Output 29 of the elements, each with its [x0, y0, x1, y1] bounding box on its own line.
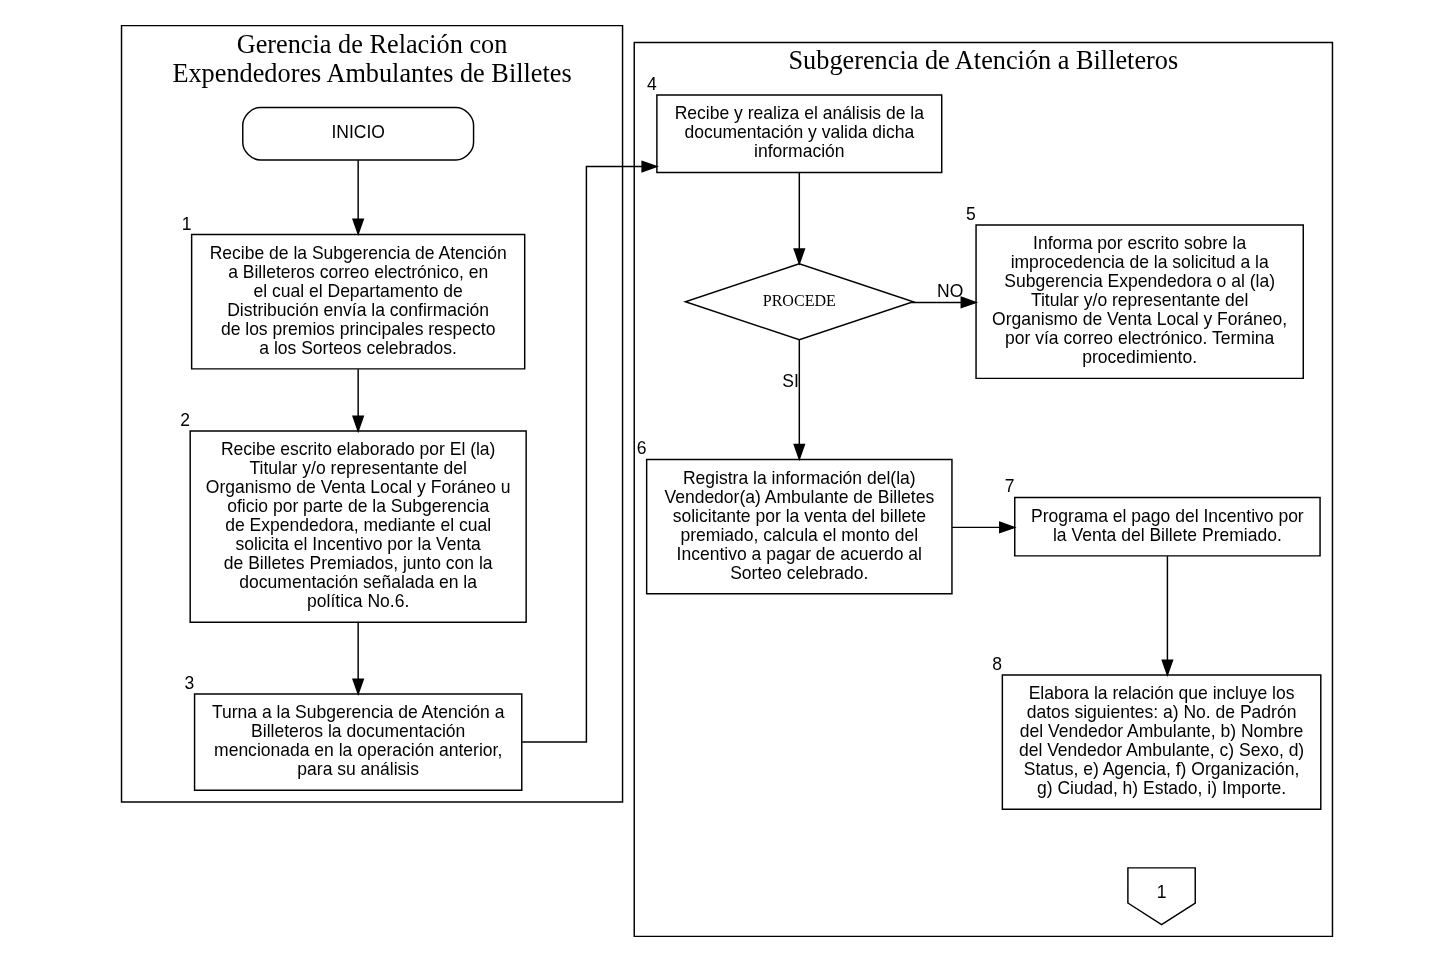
arrow	[521, 160, 659, 743]
node-box: Recibe y realiza el análisis de la documentación y valida dicha información	[656, 94, 943, 174]
edge-label: SI	[782, 371, 799, 392]
node-label: 2	[180, 410, 190, 430]
node-box: INICIO	[242, 106, 475, 161]
arrow	[352, 159, 365, 237]
arrow	[793, 339, 806, 462]
edge-label: NO	[936, 281, 964, 302]
arrow	[951, 521, 1017, 534]
node-box: Recibe de la Subgerencia de Atención a Billeteros correo electrónico, en el cual el Departamento de Distribución envía la confirmación de los premios principales respecto a los Sorteos celebrados.	[190, 233, 526, 370]
arrow	[793, 171, 806, 266]
node-label: 1	[181, 213, 192, 234]
node-label: 3	[184, 672, 195, 693]
node-label: 8	[992, 653, 1003, 674]
node-box: Elabora la relación que incluye los datos siguientes: a) No. de Padrón del Vendedor Ambulante, b) Nombre del Vendedor Ambulante, c) Sexo, d) Status, e) Agencia, f) Organización, g) Ciudad, h) Estado, i) Importe.	[1001, 674, 1322, 811]
node-label: 6	[636, 438, 647, 459]
arrow	[910, 296, 979, 309]
node-box: Programa el pago del Incentivo por la Venta del Billete Premiado.	[1014, 496, 1321, 557]
arrow	[352, 368, 365, 434]
arrow	[352, 621, 365, 697]
arrow	[1161, 555, 1174, 678]
node-box: Turna a la Subgerencia de Atención a Billeteros la documentación mencionada en la operación anterior, para su análisis	[193, 693, 523, 792]
node-box: Registra la información del(la) Vendedor(a) Ambulante de Billetes solicitante por la venta del billete premiado, calcula el monto del Incentivo a pagar de acuerdo al Sorteo celebrado.	[645, 458, 953, 595]
node-box: Recibe escrito elaborado por El (la) Titular y/o representante del Organismo de Venta Local y Foráneo u oficio por parte de la Subgerencia de Expendedora, mediante el cual solicita el Incentivo por la Venta de Billetes Premiados, junto con la documentación señalada en la política No.6.	[189, 430, 527, 624]
node-box: Informa por escrito sobre la improcedencia de la solicitud a la Subgerencia Expendedora o al (la) Titular y/o representante del Organismo de Venta Local y Foráneo, por vía correo electrónico. Termina procedimiento.	[975, 224, 1304, 380]
node-label: 4	[646, 74, 657, 95]
node-diamond: PROCEDE	[683, 262, 916, 341]
node-label: 7	[1004, 476, 1015, 497]
node-label: 5	[966, 204, 976, 225]
